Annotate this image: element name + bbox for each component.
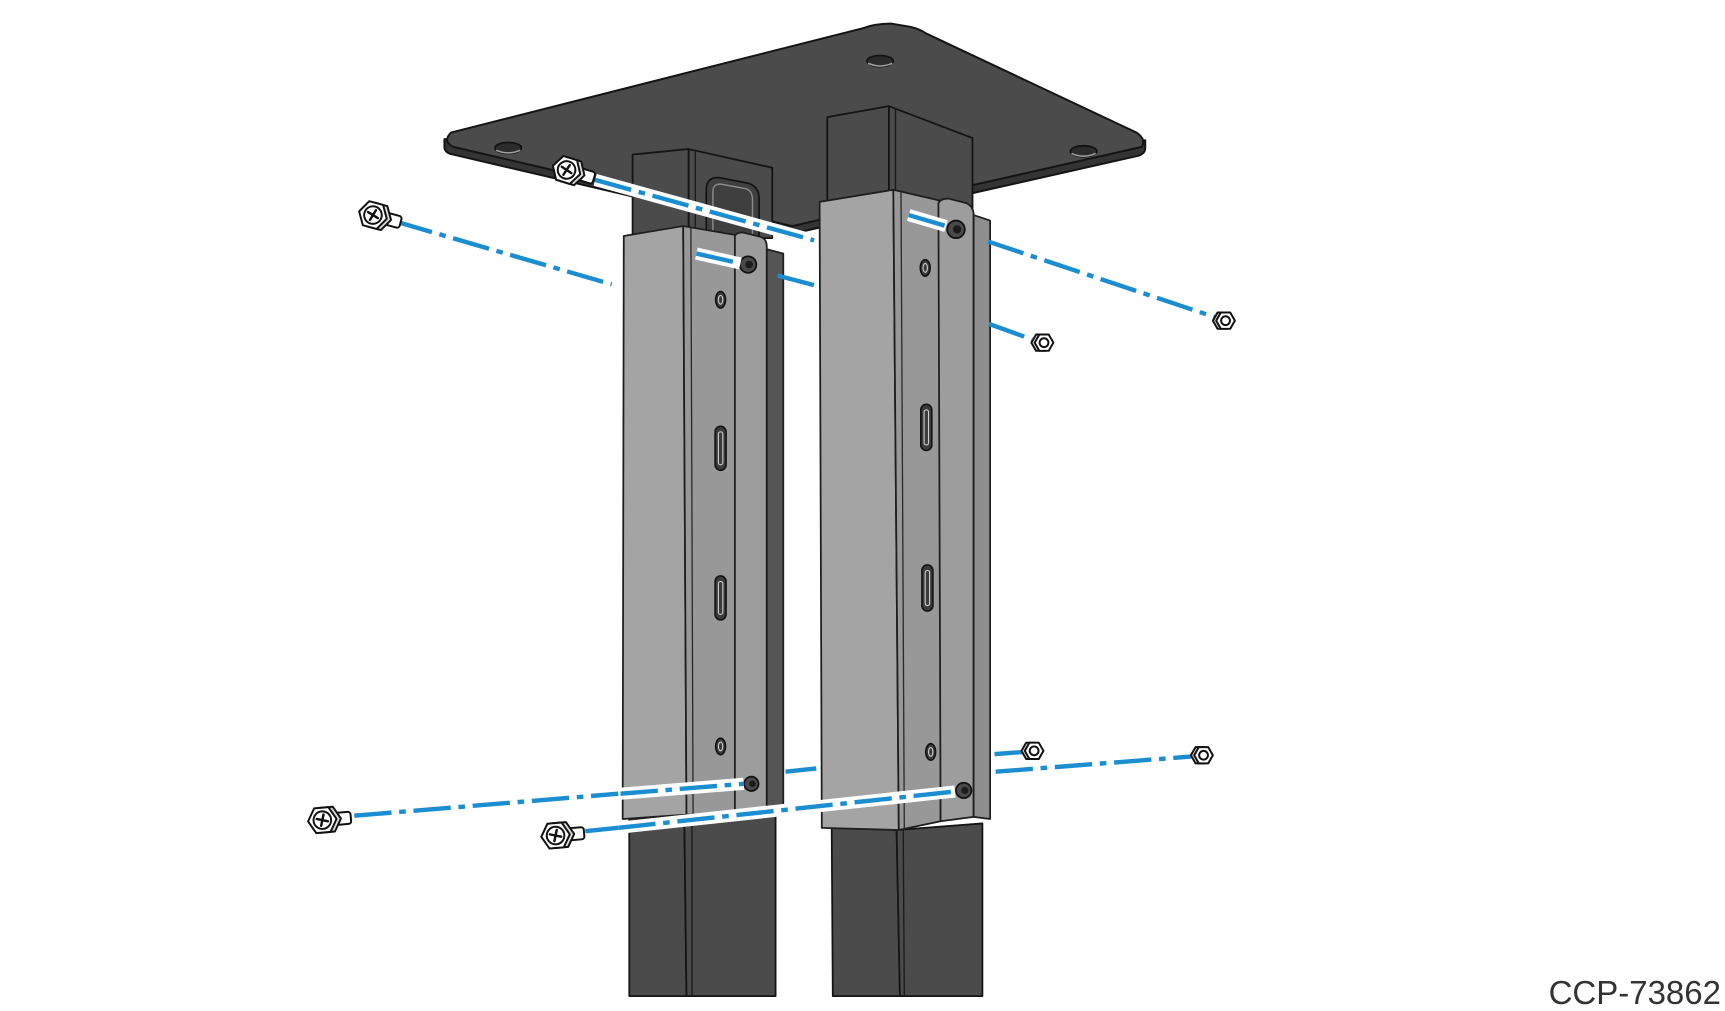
guide-line (777, 273, 816, 288)
guide-line (906, 209, 948, 232)
screw-icon (539, 819, 587, 851)
adjustment-slot (714, 575, 727, 621)
plate-hole (866, 54, 895, 68)
guide-line (988, 321, 1033, 342)
adjustment-slot (920, 403, 933, 452)
screw-hole (946, 219, 966, 240)
fold-line (900, 191, 905, 829)
sleeve-left-flange (734, 231, 768, 816)
guide-line (354, 791, 619, 818)
sleeve-left (621, 225, 785, 820)
mounting-plate (443, 22, 1147, 235)
post-left (621, 148, 785, 998)
guide-line (593, 174, 816, 247)
sleeve-left-front-face (621, 225, 688, 820)
nut-icon (1020, 741, 1045, 760)
sleeve-right (818, 188, 991, 831)
nuts (1020, 311, 1236, 765)
plate-hole (494, 141, 523, 155)
guide-line (395, 219, 613, 287)
mounting-hole (714, 737, 727, 756)
sleeve-right-front-face (818, 188, 900, 831)
sleeve-right-edge (972, 214, 991, 820)
guide-lines (354, 174, 1217, 834)
nut-icon (1030, 333, 1055, 352)
screw-hole (743, 775, 760, 792)
guide-line (619, 777, 745, 800)
mounting-hole (924, 742, 937, 761)
post-left-lower-tube (628, 811, 777, 998)
sleeve-right-side-face (892, 188, 942, 831)
post-right (818, 105, 991, 998)
post-right-upper-tube (826, 105, 974, 211)
guide-line (987, 239, 1217, 320)
plate-rim (443, 138, 1147, 235)
guide-line (585, 825, 619, 834)
mounting-hole (714, 290, 727, 309)
post-right-lower-tube (830, 822, 984, 998)
nut-icon (1211, 311, 1236, 330)
fold-line (690, 227, 694, 815)
guide-line (994, 749, 1025, 757)
sleeve-left-gap (765, 248, 785, 812)
plate-top-face (446, 22, 1145, 228)
sleeve-right-flange (937, 197, 975, 823)
adjustment-slot (921, 564, 934, 612)
figure-code-label: CCP-73862 (1548, 974, 1721, 1011)
adjustment-slot (714, 425, 727, 472)
guide-line (617, 785, 956, 834)
screw-hole (738, 255, 758, 274)
guide-line (695, 247, 742, 270)
plate-hole (1069, 144, 1098, 158)
guide-line (785, 766, 817, 774)
screw-hole (955, 781, 973, 800)
screws (305, 152, 599, 851)
screw-icon (354, 198, 405, 236)
screw-icon (305, 804, 354, 835)
mounting-hole (919, 258, 931, 277)
nut-icon (1189, 746, 1214, 765)
guide-line (995, 754, 1194, 774)
